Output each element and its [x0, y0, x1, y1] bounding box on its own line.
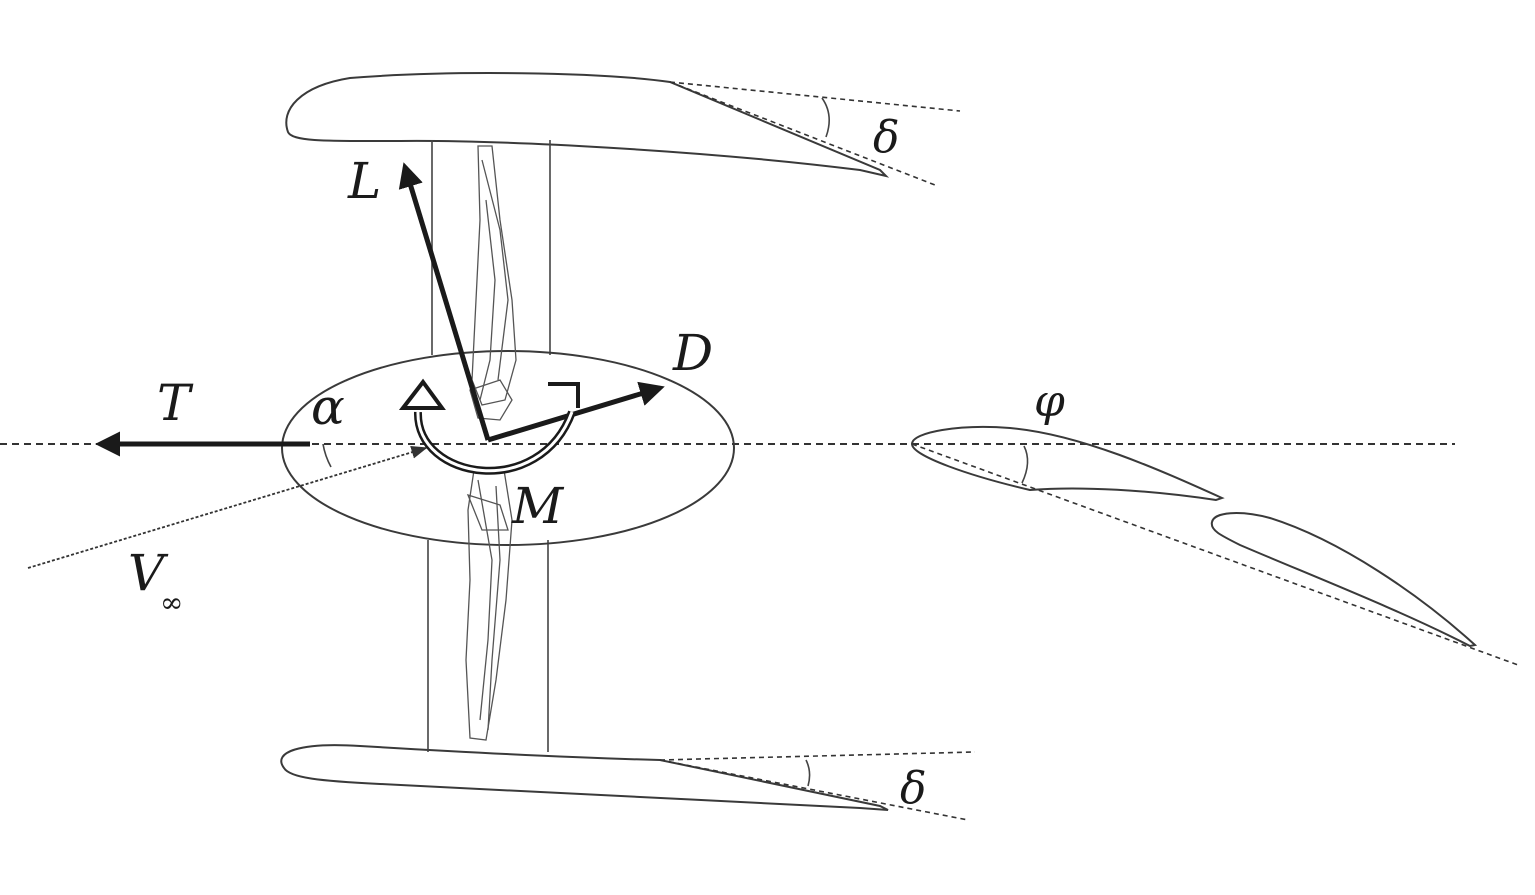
tail-lower-airfoil [1210, 512, 1478, 648]
top-chord-reference [669, 81, 961, 112]
top-duct-airfoil [285, 72, 961, 186]
hub-ellipse [281, 350, 735, 546]
top-delta-label: δ [873, 112, 900, 163]
moment-label: M [511, 477, 565, 535]
thrust-label: T [157, 374, 194, 432]
propeller-blades [465, 145, 517, 741]
drag-label: D [672, 324, 713, 382]
top-deflection-arc [821, 97, 830, 138]
freestream-label: V [128, 544, 169, 602]
bottom-chord-reference [659, 751, 976, 761]
lift-arrow [398, 162, 491, 441]
bottom-flap-reference [659, 759, 969, 821]
phi-arc [1021, 445, 1029, 484]
bottom-delta-label: δ [900, 763, 927, 814]
alpha-arc [322, 443, 332, 468]
bottom-duct-airfoil [280, 744, 976, 821]
tail-chord-reference [911, 443, 1519, 666]
top-flap-reference [669, 81, 936, 186]
freestream-subscript: ∞ [160, 586, 183, 619]
lift-label: L [347, 152, 381, 210]
alpha-label: α [311, 378, 345, 436]
phi-label: φ [1034, 376, 1065, 427]
freestream-arrow [27, 446, 428, 569]
tail-upper-airfoil [910, 425, 1225, 502]
moment-arrow [398, 378, 580, 475]
bottom-deflection-arc [805, 759, 811, 787]
